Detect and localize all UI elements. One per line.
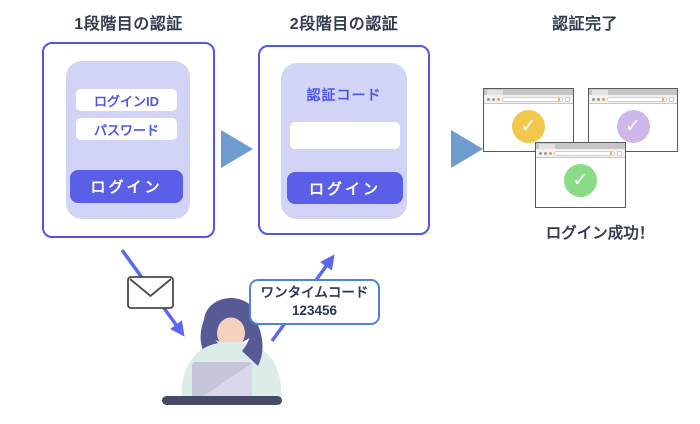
complete-title: 認証完了 — [551, 16, 618, 33]
address-bar — [554, 150, 615, 156]
browser-toolbar — [484, 95, 573, 104]
one-time-code-callout: ワンタイムコード 123456 — [249, 279, 380, 326]
favicon-icon — [557, 98, 560, 101]
stage2-title: 2段階目の認証 — [289, 16, 399, 33]
back-icon — [539, 151, 542, 155]
flow-arrow-right-icon — [451, 130, 483, 168]
auth-code-field[interactable] — [290, 122, 400, 149]
menu-icon — [565, 96, 570, 102]
browser-titlebar — [484, 89, 573, 95]
home-icon — [497, 97, 500, 101]
browser-content: ✓ — [484, 104, 573, 143]
flow-arrow-right-icon — [221, 130, 253, 168]
success-check-badge: ✓ — [512, 110, 545, 143]
checkmark-icon: ✓ — [572, 170, 589, 191]
address-bar — [502, 96, 563, 102]
stage2-login-button[interactable]: ログイン — [287, 172, 403, 204]
browser-window-green: ✓ — [535, 142, 626, 208]
back-icon — [592, 97, 595, 101]
browser-window-purple: ✓ — [588, 88, 678, 152]
envelope-icon — [127, 276, 174, 309]
browser-toolbar — [589, 95, 677, 104]
address-bar — [607, 96, 667, 102]
person-at-laptop — [162, 298, 282, 405]
browser-tab — [487, 90, 503, 95]
success-check-badge: ✓ — [564, 164, 597, 197]
favicon-icon — [661, 98, 664, 101]
stage1-title: 1段階目の認証 — [74, 16, 183, 33]
checkmark-icon: ✓ — [625, 116, 641, 137]
browser-window-yellow: ✓ — [483, 88, 574, 152]
home-icon — [602, 97, 605, 101]
stage1-login-button[interactable]: ログイン — [70, 170, 183, 203]
success-check-badge: ✓ — [616, 110, 650, 143]
browser-tab — [539, 144, 555, 149]
browser-content: ✓ — [536, 158, 625, 197]
checkmark-icon: ✓ — [520, 116, 537, 137]
one-time-code-label: ワンタイムコード — [260, 285, 369, 300]
forward-icon — [544, 151, 547, 155]
password-field[interactable]: パスワード — [76, 118, 177, 140]
browser-content: ✓ — [589, 104, 677, 143]
menu-icon — [669, 96, 674, 102]
forward-icon — [597, 97, 600, 101]
browser-toolbar — [536, 149, 625, 158]
menu-icon — [617, 150, 622, 156]
browser-titlebar — [589, 89, 677, 95]
login-id-field[interactable]: ログインID — [76, 89, 177, 111]
one-time-code-value: 123456 — [291, 303, 338, 319]
auth-code-label: 認証コード — [306, 87, 382, 103]
favicon-icon — [609, 152, 612, 155]
forward-icon — [492, 97, 495, 101]
browser-tab — [592, 90, 608, 95]
back-icon — [487, 97, 490, 101]
browser-titlebar — [536, 143, 625, 149]
home-icon — [549, 151, 552, 155]
stage2-code-card: 認証コード ログイン — [258, 45, 430, 235]
stage1-login-card: ログインID パスワード ログイン — [42, 42, 215, 238]
login-success-text: ログイン成功！ — [545, 225, 655, 242]
